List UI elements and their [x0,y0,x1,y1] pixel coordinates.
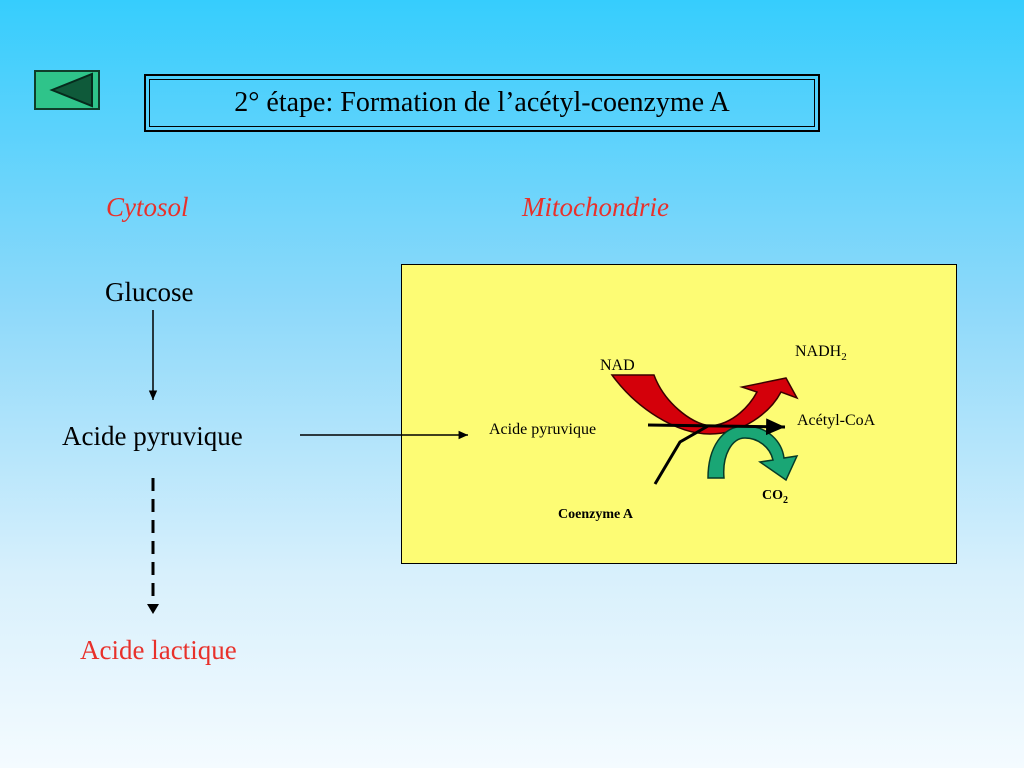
title-frame: 2° étape: Formation de l’acétyl-coenzyme… [144,74,820,132]
coenzyme-a-label: Coenzyme A [558,507,634,522]
acetyl-coa-label: Acétyl-CoA [797,412,876,429]
co2-base: CO [762,488,783,503]
mitochondrie-label: Mitochondrie [522,192,669,222]
nadh2-subscript: 2 [841,351,847,364]
cytosol-label: Cytosol [106,192,189,222]
acide-pyruvique-left-label: Acide pyruvique [62,421,243,451]
nad-label: NAD [600,357,635,374]
mito-acide-pyruvique-label: Acide pyruvique [489,421,597,438]
co2-arrow [707,425,799,482]
back-button[interactable] [34,70,100,110]
co2-subscript: 2 [783,494,788,506]
page-title: 2° étape: Formation de l’acétyl-coenzyme… [149,79,815,127]
triangle-left-icon [49,72,93,108]
glucose-label: Glucose [105,277,194,307]
main-reaction-arrow [647,418,786,436]
acide-lactique-label: Acide lactique [80,635,237,665]
co2-label: CO2 [762,488,788,506]
coenzyme-a-input-line [653,424,709,485]
nadh2-base: NADH [795,343,842,360]
nadh2-label: NADH2 [795,343,847,363]
